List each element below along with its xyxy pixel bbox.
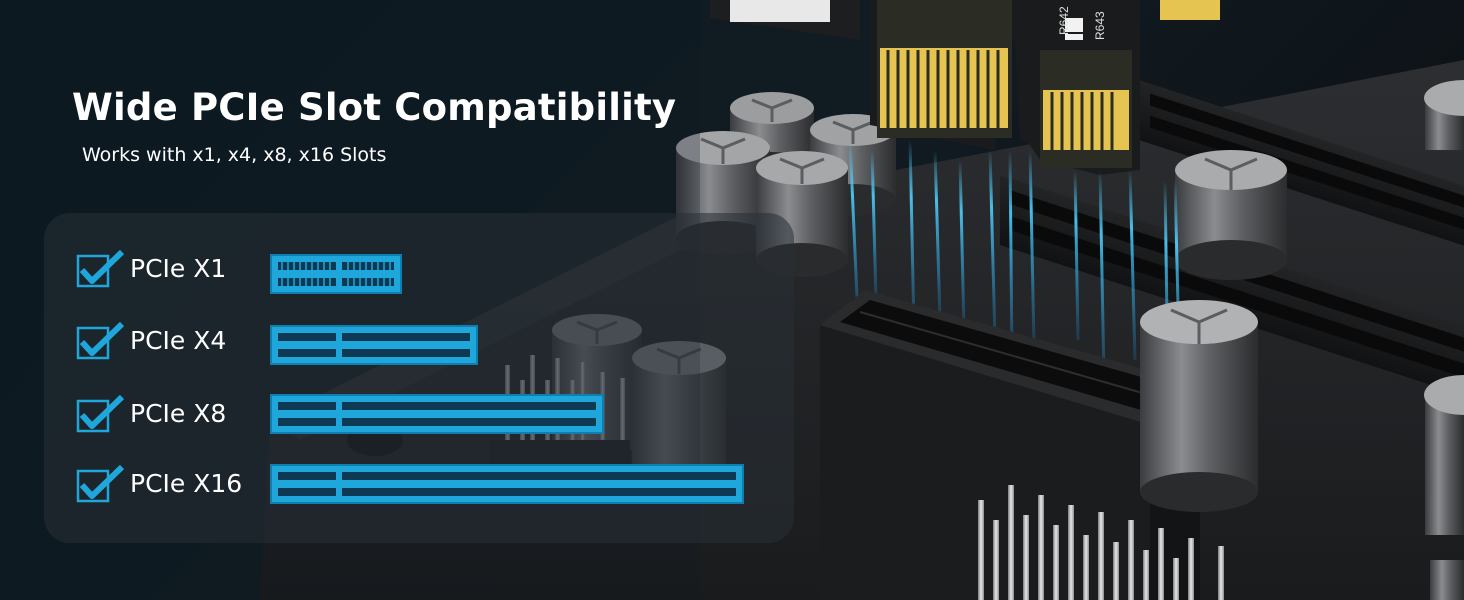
signal-light-beams bbox=[848, 139, 1182, 391]
slot-label-x1: PCIe X1 bbox=[130, 254, 227, 283]
slot-label-x16: PCIe X16 bbox=[130, 469, 243, 498]
background-pcie-slots bbox=[1000, 80, 1464, 396]
pcie-riser-card: R642 R643 bbox=[870, 0, 1220, 175]
main-pcie-slot bbox=[820, 290, 1200, 600]
checkmark-icon bbox=[76, 395, 125, 433]
page-title: Wide PCIe Slot Compatibility bbox=[72, 86, 677, 129]
slot-label-x8: PCIe X8 bbox=[130, 399, 227, 428]
resistor-label-r642: R642 bbox=[1057, 6, 1071, 35]
slot-label-x4: PCIe X4 bbox=[130, 326, 227, 355]
pcie-x8-slot-icon bbox=[270, 394, 604, 434]
pcie-x16-slot-icon bbox=[270, 464, 744, 504]
page-subtitle: Works with x1, x4, x8, x16 Slots bbox=[82, 144, 387, 166]
resistor-label-r643: R643 bbox=[1093, 11, 1107, 40]
checkmark-icon bbox=[76, 322, 125, 360]
adjacent-card bbox=[710, 0, 860, 40]
pcie-x1-slot-icon bbox=[270, 254, 402, 294]
checkmark-icon bbox=[76, 250, 125, 288]
checkmark-icon bbox=[76, 465, 125, 503]
pcie-x4-slot-icon bbox=[270, 325, 478, 365]
pin-header-bottom bbox=[978, 485, 1224, 600]
capacitors-front bbox=[1140, 300, 1464, 600]
